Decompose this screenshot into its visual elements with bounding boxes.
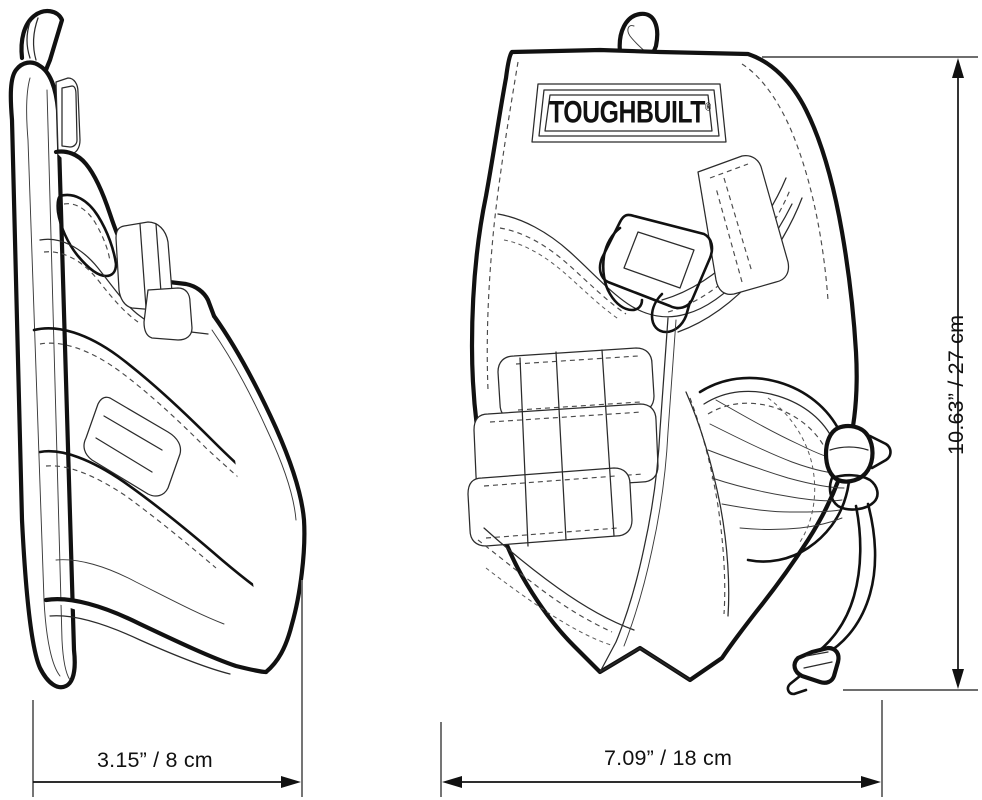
cord-lock-collar <box>828 473 879 511</box>
front-view <box>467 11 892 696</box>
tool-loop-band-top-stitch <box>515 355 641 411</box>
strap-tail <box>697 154 790 296</box>
logo-patch-outer <box>531 83 727 143</box>
drawcord-right <box>824 502 877 656</box>
front-yoke-stitch <box>499 227 627 315</box>
buckle-aperture <box>623 231 695 289</box>
side-pocket-contour-1 <box>56 193 118 278</box>
front-binding-stitch-left <box>486 61 519 391</box>
front-lower-pocket-seam <box>483 527 635 631</box>
cinch-pleat-4 <box>711 477 843 502</box>
width-arrow-right <box>861 776 881 788</box>
buckle-prong <box>601 226 644 312</box>
side-base-fold <box>55 559 225 625</box>
buckle-frame <box>598 213 714 310</box>
side-slot-panel <box>83 396 182 497</box>
cord-lock-seam <box>829 446 869 451</box>
height-arrow-bottom <box>952 669 964 689</box>
side-base-edge <box>43 597 269 675</box>
front-lower-pocket-stitch-2 <box>485 567 615 647</box>
tool-loop-divider-3 <box>519 357 529 547</box>
tool-loop-divider-1 <box>555 351 567 541</box>
front-right-panel-stitch <box>689 397 726 615</box>
side-right-edge <box>211 313 307 675</box>
side-back-panel-edge <box>46 89 71 681</box>
tool-loops-group <box>467 347 659 547</box>
tool-loop-divider-2 <box>601 349 615 537</box>
side-right-edge-inner <box>211 329 297 521</box>
cinch-gather-arc <box>767 397 816 543</box>
dimension-height <box>762 56 978 691</box>
side-clip-slot-inner <box>61 85 78 148</box>
cinch-pleat-3 <box>707 449 845 489</box>
side-shell-stitch-2 <box>43 251 139 323</box>
tool-loop-band-bottom <box>467 467 633 547</box>
front-yoke-stitch-2 <box>503 239 621 321</box>
cinch-pleat-6 <box>739 517 843 530</box>
tool-loop-band-bottom-stitch <box>483 475 619 539</box>
side-profile-view <box>8 9 307 690</box>
depth-dimension-label: 3.15” / 8 cm <box>97 748 213 772</box>
strap-buckle-icon <box>598 213 714 334</box>
belt-clip-fold <box>26 17 39 61</box>
side-lower-pocket-stitch <box>39 342 275 505</box>
cinch-pleat-5 <box>721 503 841 513</box>
buckle-tongue <box>650 292 692 334</box>
front-center-divider-2 <box>623 319 677 647</box>
drawstring-pocket <box>698 376 892 696</box>
cord-lock-tab <box>868 434 892 470</box>
front-bottom-hem <box>599 647 691 681</box>
width-arrow-left <box>442 776 462 788</box>
front-lower-pocket-stitch-1 <box>477 539 613 633</box>
strap-tail-stitch <box>709 163 753 283</box>
logo-patch-inner <box>544 94 713 132</box>
side-slot-panel-line <box>95 415 163 473</box>
side-pocket-stitch-1 <box>63 203 111 263</box>
side-tool-loop-tab <box>143 287 193 341</box>
height-arrow-top <box>952 58 964 78</box>
depth-arrow-right <box>281 776 301 788</box>
front-center-divider <box>599 317 669 673</box>
logo-patch-mid <box>538 89 720 137</box>
cord-end-crimp <box>803 651 833 669</box>
front-binding-stitch-right <box>741 63 829 301</box>
dimension-depth <box>32 580 303 797</box>
dimension-width <box>440 700 883 797</box>
side-base-inner <box>49 615 231 675</box>
front-right-panel-seam <box>685 391 730 617</box>
cinch-pocket-binding <box>703 390 835 443</box>
height-dimension-label: 10.63” / 27 cm <box>944 314 968 455</box>
drawcord-left <box>810 504 862 658</box>
side-bottom-pocket-stitch <box>45 465 217 569</box>
cord-lock-toggle-icon <box>823 424 875 484</box>
logo-patch <box>531 83 727 143</box>
cord-end-tip <box>786 674 808 696</box>
width-dimension-label: 7.09” / 18 cm <box>604 746 733 770</box>
